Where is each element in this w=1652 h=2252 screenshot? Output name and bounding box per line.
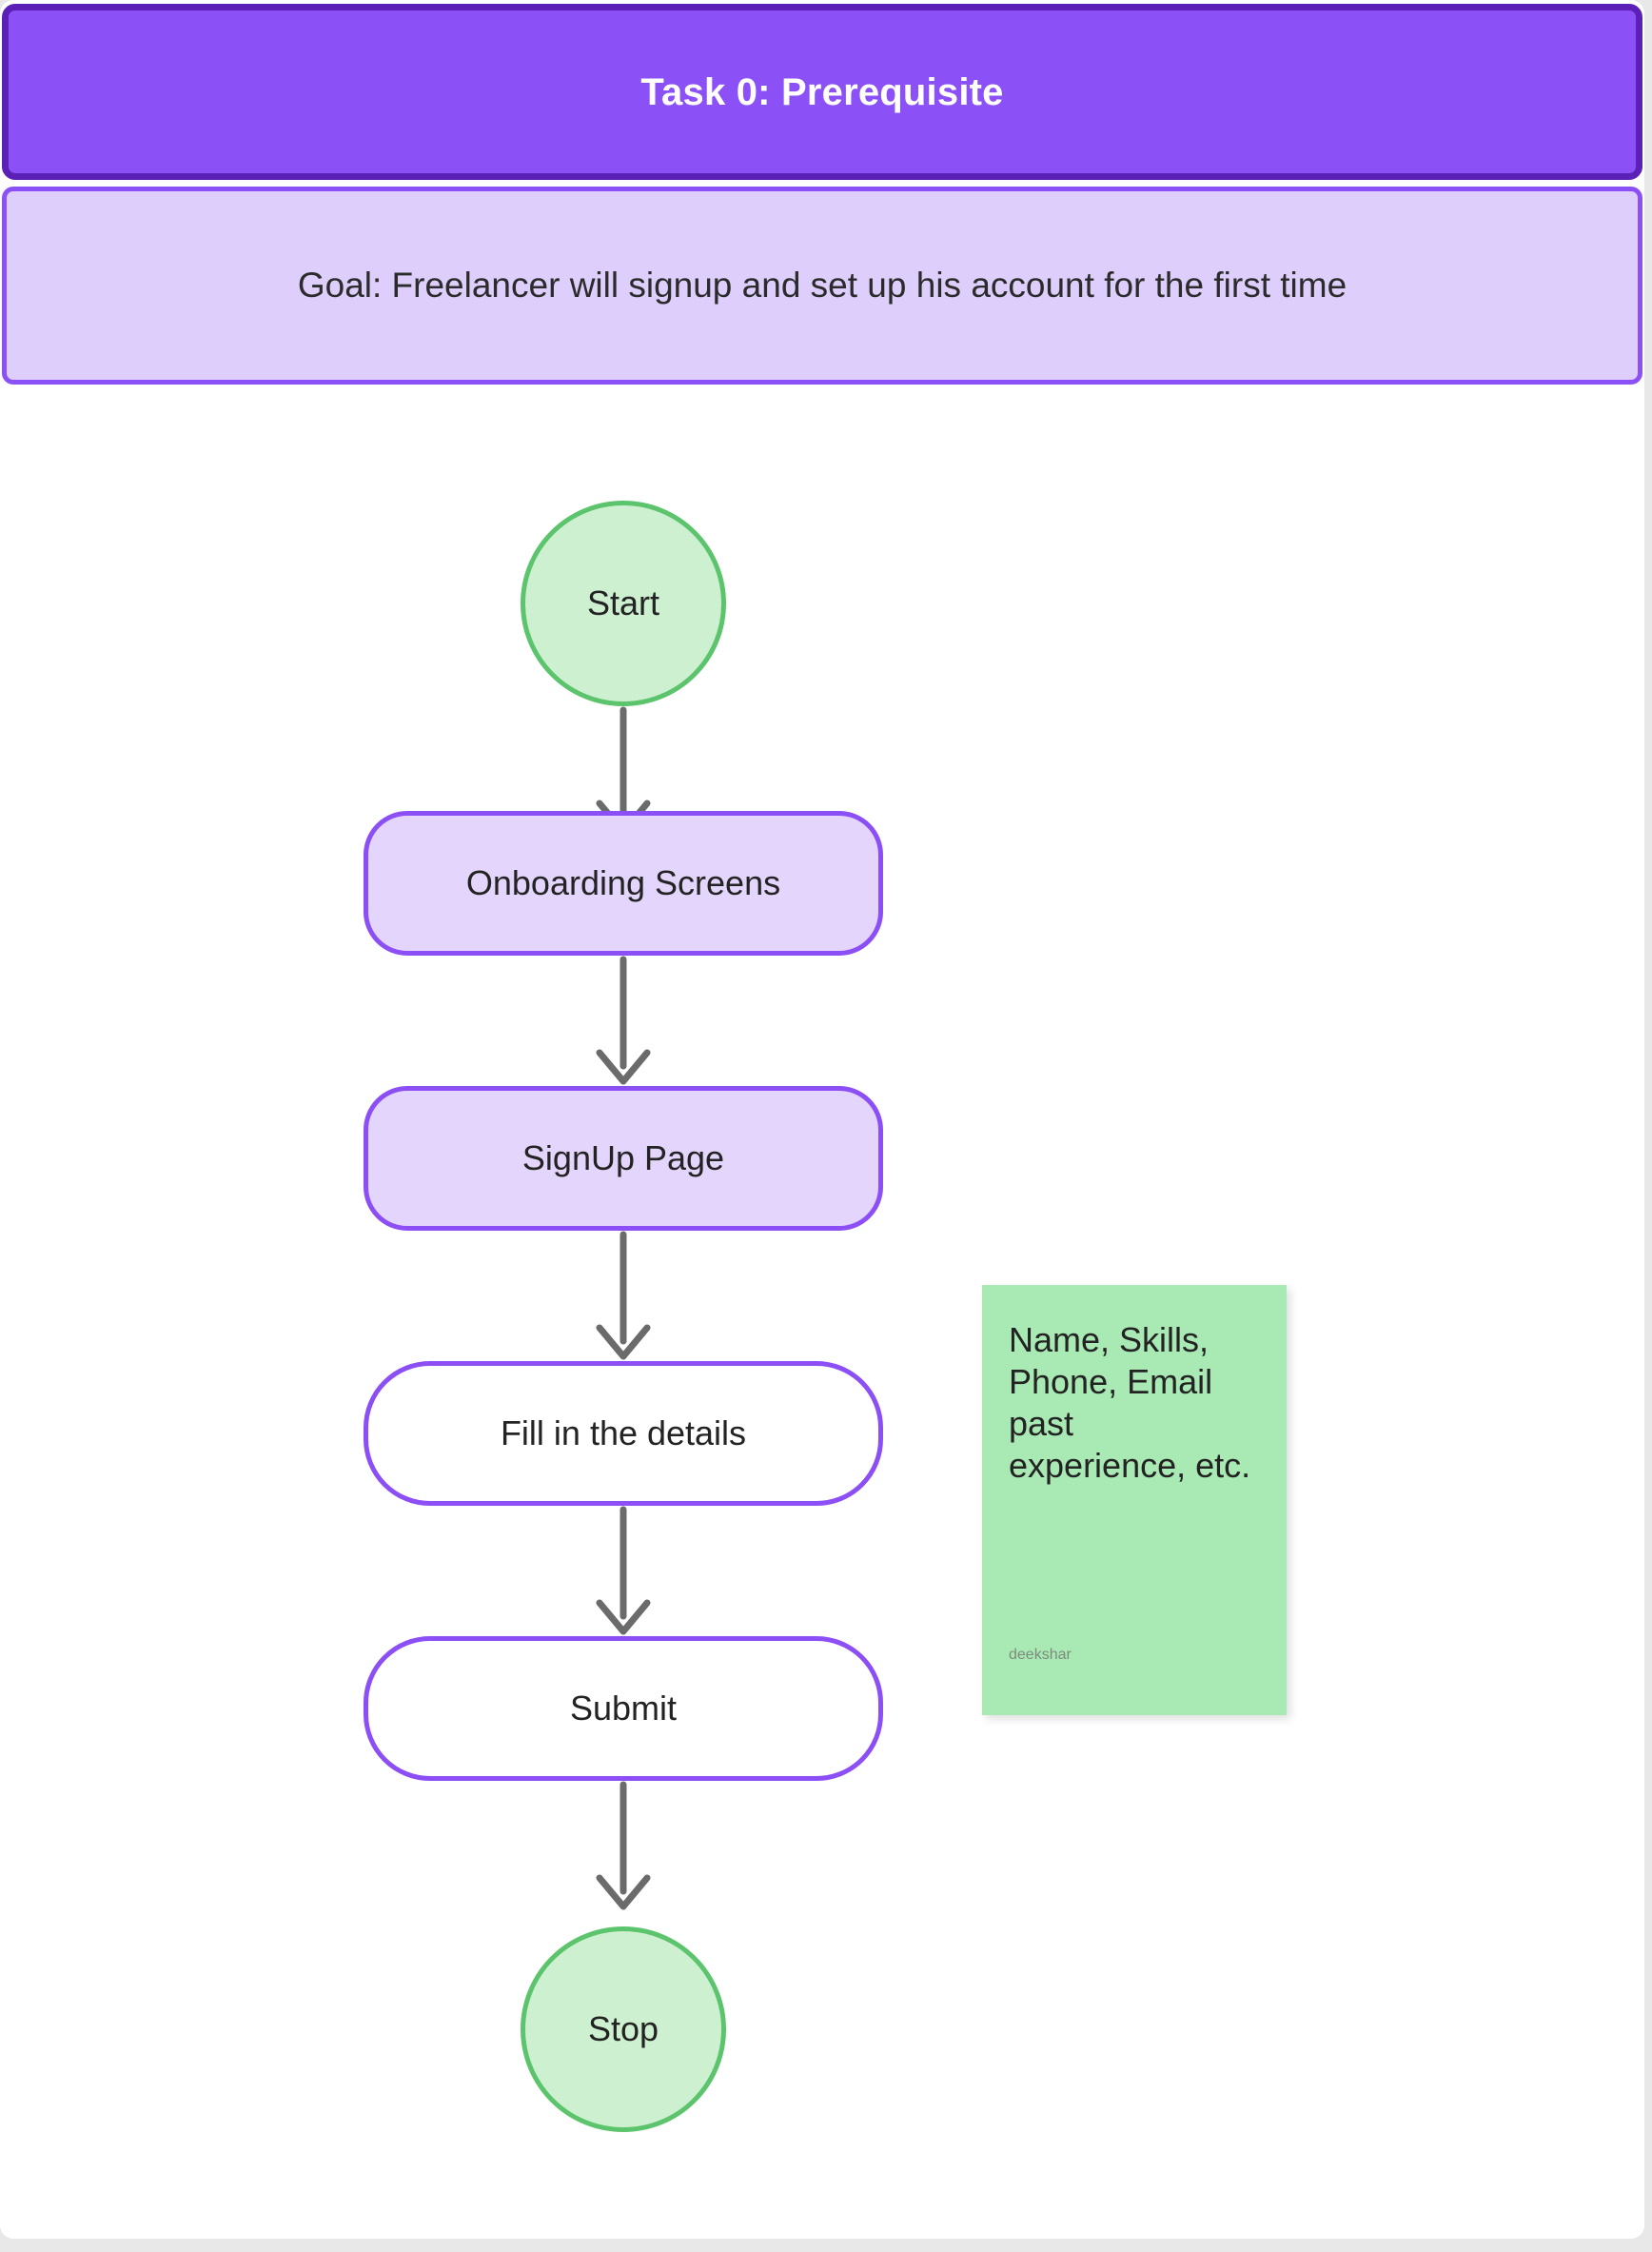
flow-node-signup-page[interactable]: SignUp Page (364, 1086, 883, 1231)
flow-arrow-signup-to-details (596, 1231, 651, 1360)
flow-arrow-onboarding-to-signup (596, 956, 651, 1085)
goal-banner: Goal: Freelancer will signup and set up … (2, 187, 1642, 385)
flow-node-signup-page-label: SignUp Page (521, 1138, 725, 1177)
flowchart-area: Start Onboarding Screens SignUp Page (0, 385, 1644, 2239)
flow-node-submit-label: Submit (569, 1689, 678, 1728)
task-header-banner: Task 0: Prerequisite (2, 4, 1642, 180)
flow-node-submit[interactable]: Submit (364, 1636, 883, 1781)
flow-node-onboarding-screens-label: Onboarding Screens (465, 863, 781, 902)
sticky-note-text: Name, Skills, Phone, Email past experien… (1009, 1320, 1251, 1485)
flow-arrow-submit-to-stop (596, 1781, 651, 1910)
sticky-note[interactable]: Name, Skills, Phone, Email past experien… (982, 1285, 1287, 1715)
flow-node-fill-in-the-details[interactable]: Fill in the details (364, 1361, 883, 1506)
flow-node-start-label: Start (586, 583, 660, 622)
flow-arrow-details-to-submit (596, 1506, 651, 1635)
goal-text: Goal: Freelancer will signup and set up … (297, 265, 1347, 305)
sticky-note-author: deekshar (1009, 1647, 1072, 1663)
flow-node-fill-in-the-details-label: Fill in the details (500, 1413, 747, 1452)
flow-node-onboarding-screens[interactable]: Onboarding Screens (364, 811, 883, 956)
page-title: Task 0: Prerequisite (640, 70, 1004, 113)
flow-node-start[interactable]: Start (521, 501, 726, 706)
flow-node-stop[interactable]: Stop (521, 1926, 726, 2132)
flow-node-stop-label: Stop (587, 2009, 659, 2048)
